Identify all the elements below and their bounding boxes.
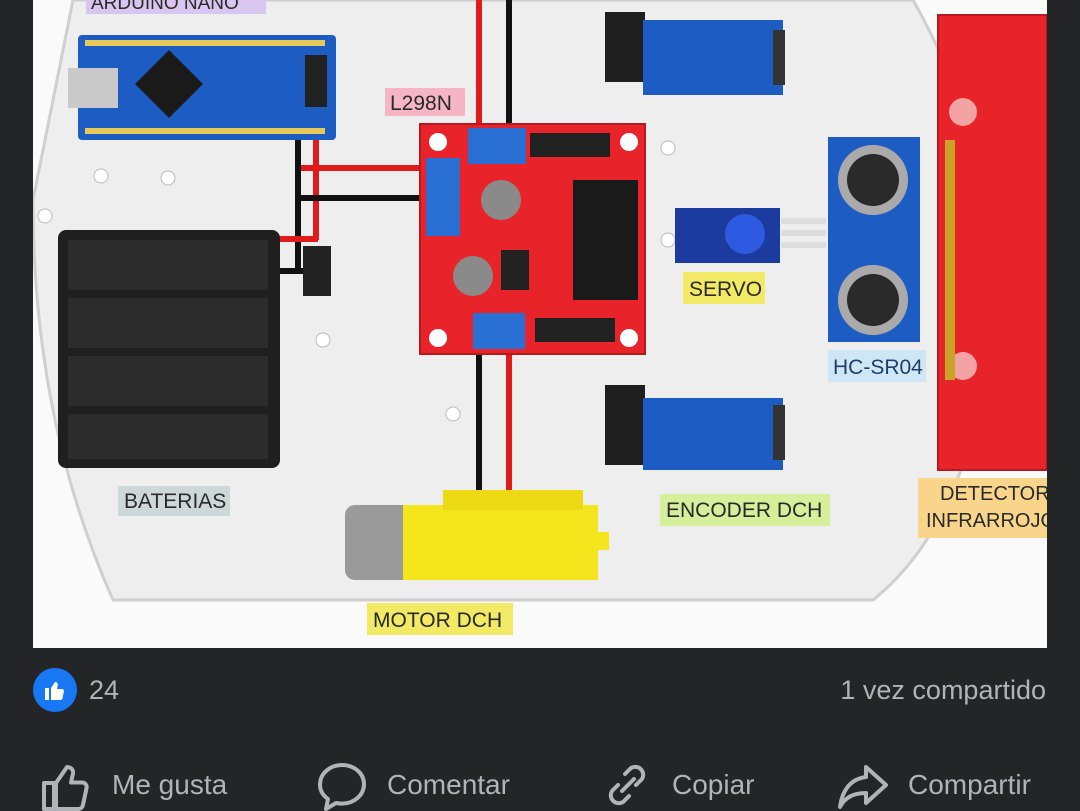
copy-button-label: Copiar xyxy=(672,769,755,800)
servo-motor xyxy=(675,208,826,263)
thumbs-up-icon xyxy=(45,682,64,700)
like-button[interactable]: Me gusta xyxy=(40,760,228,811)
link-icon xyxy=(608,764,646,806)
like-reaction-badge[interactable] xyxy=(33,668,77,712)
share-button[interactable]: Compartir xyxy=(836,760,1031,810)
like-button-label: Me gusta xyxy=(112,769,228,800)
hcsr04-label: HC-SR04 xyxy=(833,356,923,379)
motor-label-bg xyxy=(367,603,513,635)
action-bar: Me gusta Comentar Copiar Compartir xyxy=(0,760,1080,811)
servo-label-bg xyxy=(683,272,765,304)
encoder-bottom xyxy=(605,385,785,470)
hc-sr04-sensor xyxy=(828,137,920,342)
baterias-label-bg xyxy=(118,486,230,516)
thumbs-up-outline-icon xyxy=(42,765,89,811)
share-count[interactable]: 1 vez compartido xyxy=(840,675,1046,705)
baterias-label: BATERIAS xyxy=(124,490,226,513)
comment-button-label: Comentar xyxy=(387,769,510,800)
encoder-label-bg xyxy=(660,494,830,526)
encoder-top xyxy=(605,12,785,95)
detector-label-line1: DETECTOR xyxy=(940,483,1047,505)
robot-wiring-diagram: ARDUINO NANO L298N xyxy=(33,0,1047,635)
encoder-label: ENCODER DCH xyxy=(666,499,822,522)
arduino-nano-board xyxy=(68,35,336,140)
hcsr04-label-bg xyxy=(828,350,926,382)
ir-detector-board xyxy=(937,14,1047,471)
copy-link-button[interactable]: Copiar xyxy=(600,760,754,810)
share-arrow-icon xyxy=(838,765,888,809)
detector-label-line2: INFRARROJO xyxy=(926,510,1047,532)
post-image[interactable]: ARDUINO NANO L298N xyxy=(33,0,1047,648)
l298n-board xyxy=(419,123,646,355)
motor-label: MOTOR DCH xyxy=(373,609,502,632)
battery-holder xyxy=(58,230,280,468)
servo-label: SERVO xyxy=(689,278,762,301)
like-count[interactable]: 24 xyxy=(89,675,120,705)
comment-bubble-icon xyxy=(318,763,366,811)
dc-motor xyxy=(345,490,609,580)
l298n-label-bg xyxy=(385,88,465,116)
comment-button[interactable]: Comentar xyxy=(315,760,510,811)
l298n-label: L298N xyxy=(390,92,452,115)
detector-label-bg xyxy=(918,478,1047,538)
arduino-label-bg xyxy=(86,0,266,14)
power-switch xyxy=(303,246,331,296)
arduino-label: ARDUINO NANO xyxy=(91,0,239,14)
share-button-label: Compartir xyxy=(908,769,1031,800)
